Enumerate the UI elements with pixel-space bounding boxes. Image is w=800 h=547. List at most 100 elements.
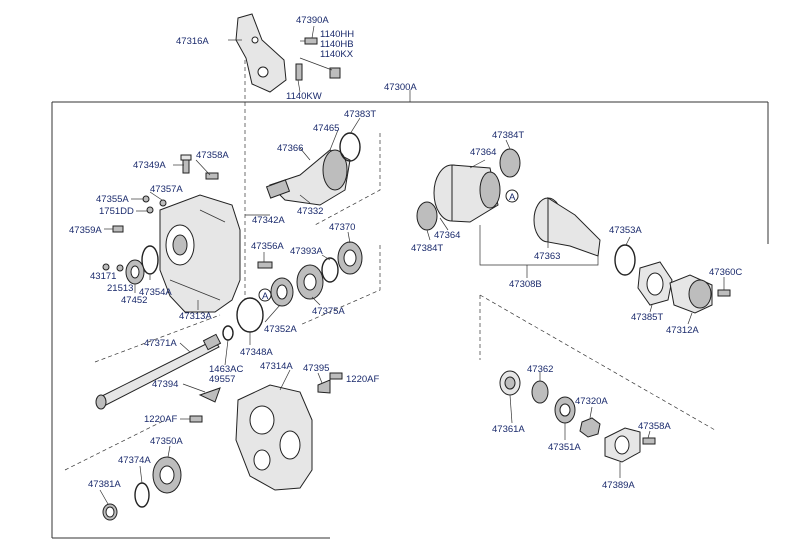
label-47395: 47395 bbox=[303, 363, 329, 374]
clip-47395 bbox=[317, 379, 331, 394]
label-47355a: 47355A bbox=[96, 194, 129, 205]
callout-a-right bbox=[505, 189, 519, 203]
label-47362: 47362 bbox=[527, 364, 553, 375]
gasket-47385t bbox=[637, 261, 673, 306]
label-47358a-bottom: 47358A bbox=[638, 421, 671, 432]
label-47351a: 47351A bbox=[548, 442, 581, 453]
label-47366: 47366 bbox=[277, 143, 303, 154]
plug-21513 bbox=[116, 264, 124, 272]
plug-47359a bbox=[112, 225, 124, 233]
label-47300a: 47300A bbox=[384, 82, 417, 93]
label-47371a: 47371A bbox=[144, 338, 177, 349]
label-a-left: A bbox=[262, 291, 269, 302]
seal-47452 bbox=[125, 259, 145, 285]
bearing-47370 bbox=[337, 241, 363, 275]
label-47354a: 47354A bbox=[139, 287, 172, 298]
label-21513: 21513 bbox=[107, 283, 133, 294]
bolt-1140hh bbox=[300, 37, 318, 45]
label-47348a: 47348A bbox=[240, 347, 273, 358]
label-47381a: 47381A bbox=[88, 479, 121, 490]
bolt-1220af-left bbox=[189, 415, 203, 423]
gasket-47354a bbox=[141, 245, 159, 275]
seal-47351a bbox=[554, 396, 576, 424]
label-47364-bottom: 47364 bbox=[434, 230, 460, 241]
group-outlines bbox=[64, 60, 716, 471]
rear-housing-47314a bbox=[235, 384, 313, 491]
seal-47352a bbox=[270, 277, 294, 307]
label-47313a: 47313A bbox=[179, 311, 212, 322]
sleeve-47361a bbox=[499, 370, 521, 396]
label-1140hh: 1140HH bbox=[320, 29, 354, 40]
label-47364-top: 47364 bbox=[470, 147, 496, 158]
o-ring-1463ac bbox=[222, 325, 234, 341]
label-47394: 47394 bbox=[152, 379, 178, 390]
label-1751dd: 1751DD bbox=[99, 206, 134, 217]
label-47349a: 47349A bbox=[133, 160, 166, 171]
bolt-1140kw bbox=[295, 63, 303, 81]
part-labels: 47390A 47316A 1140HH 1140HB 1140KX 1140K… bbox=[69, 15, 742, 491]
gear-47363 bbox=[533, 197, 601, 257]
label-47358a-top: 47358A bbox=[196, 150, 229, 161]
sleeve-47381a bbox=[102, 503, 118, 521]
label-1463ac: 1463AC bbox=[209, 364, 243, 375]
shaft-47371a bbox=[95, 333, 222, 410]
label-47353a: 47353A bbox=[609, 225, 642, 236]
plug-43171 bbox=[102, 263, 110, 271]
label-47342a: 47342A bbox=[252, 215, 285, 226]
label-47357a: 47357A bbox=[150, 184, 183, 195]
seal-47350a bbox=[152, 456, 182, 494]
bearing-race-47384t-bottom bbox=[416, 201, 438, 231]
label-47316a: 47316A bbox=[176, 36, 209, 47]
label-47390a: 47390A bbox=[296, 15, 329, 26]
label-47452: 47452 bbox=[121, 295, 147, 306]
bearing-47375a bbox=[296, 264, 324, 300]
cover-47312a bbox=[669, 274, 713, 314]
plug-47357a bbox=[159, 199, 167, 207]
label-47350a: 47350A bbox=[150, 436, 183, 447]
label-47314a: 47314A bbox=[260, 361, 293, 372]
label-47361a: 47361A bbox=[492, 424, 525, 435]
label-47363: 47363 bbox=[534, 251, 560, 262]
ring-47465 bbox=[339, 132, 361, 162]
label-1220af-right: 1220AF bbox=[346, 374, 379, 385]
nut-47320a bbox=[579, 417, 601, 438]
label-47360c: 47360C bbox=[709, 267, 742, 278]
label-47393a: 47393A bbox=[290, 246, 323, 257]
bolt-1140kx bbox=[299, 57, 341, 79]
label-47374a: 47374A bbox=[118, 455, 151, 466]
gear-47364 bbox=[433, 164, 501, 223]
input-shaft-47366 bbox=[265, 149, 351, 206]
label-49557: 49557 bbox=[209, 374, 235, 385]
assembly-frame bbox=[51, 90, 769, 539]
bracket-47394 bbox=[198, 387, 221, 403]
label-47389a: 47389A bbox=[602, 480, 635, 491]
label-47359a: 47359A bbox=[69, 225, 102, 236]
bolt-47358a-bottom bbox=[642, 437, 656, 445]
bolt-47360c bbox=[717, 289, 731, 297]
bracket-47316a bbox=[235, 13, 287, 93]
bearing-race-47384t-top bbox=[499, 148, 521, 178]
label-47332: 47332 bbox=[297, 206, 323, 217]
label-43171: 43171 bbox=[90, 271, 116, 282]
label-47383t: 47383T bbox=[344, 109, 376, 120]
bearing-47362 bbox=[531, 380, 549, 404]
callout-a-left bbox=[258, 288, 272, 302]
snap-ring-47374a bbox=[134, 482, 150, 508]
label-1140hb: 1140HB bbox=[320, 39, 354, 50]
label-47356a: 47356A bbox=[251, 241, 284, 252]
label-1220af-left: 1220AF bbox=[144, 414, 177, 425]
label-47312a: 47312A bbox=[666, 325, 699, 336]
flange-47389a bbox=[604, 427, 641, 463]
label-47352a: 47352A bbox=[264, 324, 297, 335]
label-a-right: A bbox=[509, 192, 516, 203]
sensor-47349a bbox=[180, 154, 192, 174]
o-ring-47348a bbox=[236, 297, 264, 333]
ring-47353a bbox=[614, 244, 636, 276]
label-1140kx: 1140KX bbox=[320, 49, 354, 60]
bolt-47358a bbox=[205, 172, 219, 180]
label-47465: 47465 bbox=[313, 123, 339, 134]
front-housing-47313a bbox=[159, 194, 241, 313]
label-47384t-bottom: 47384T bbox=[411, 243, 443, 254]
label-47375a: 47375A bbox=[312, 306, 345, 317]
